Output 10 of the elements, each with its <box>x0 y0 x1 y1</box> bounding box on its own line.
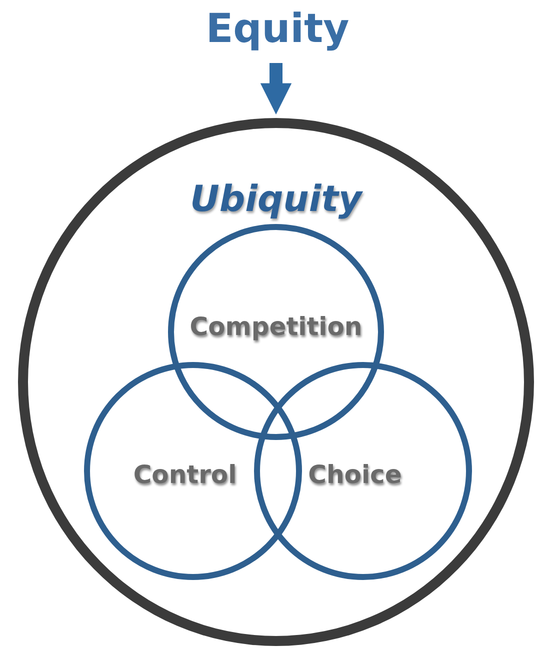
title-label: Equity <box>206 5 350 53</box>
venn-circle <box>254 362 472 580</box>
outer-circle <box>18 118 534 646</box>
venn-circle <box>168 224 384 440</box>
circle-label: Choice <box>308 460 402 490</box>
arrow <box>260 63 292 114</box>
circle-heading: Ubiquity <box>190 178 362 222</box>
venn-circle <box>84 362 302 580</box>
circle-label: Control <box>133 460 237 490</box>
circle-label: Competition <box>190 312 362 342</box>
